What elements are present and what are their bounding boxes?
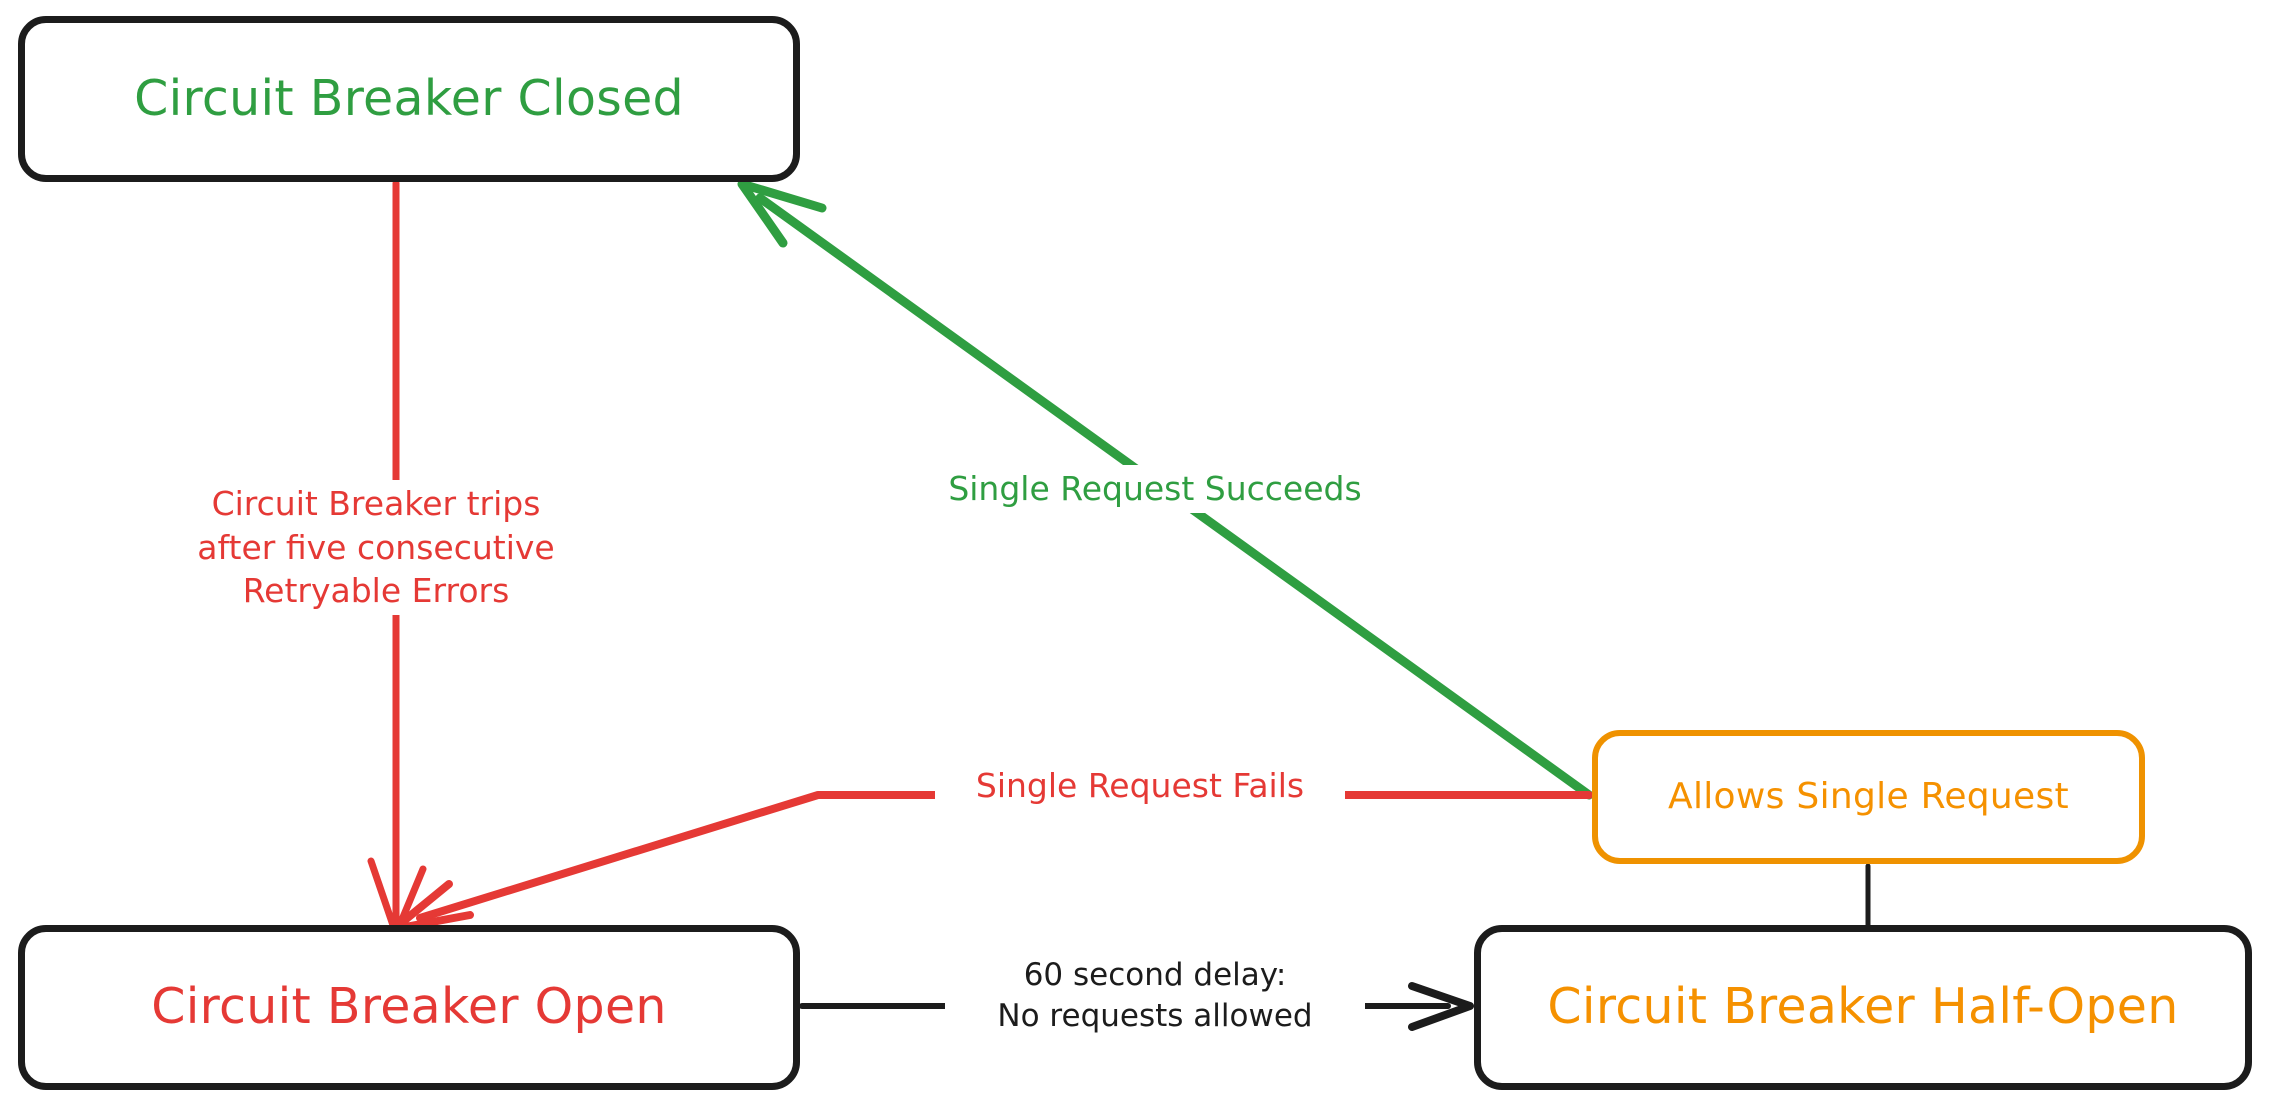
edge-label-allows-single-to-open: Single Request Fails bbox=[935, 762, 1345, 810]
edge-label-open-to-half-open: 60 second delay: No requests allowed bbox=[945, 953, 1365, 1039]
edge-allows-single-to-open bbox=[390, 791, 1593, 933]
edge-label-allows-single-to-closed: Single Request Succeeds bbox=[910, 465, 1400, 513]
node-allows-single-request-label: Allows Single Request bbox=[1668, 776, 2069, 818]
edge-label-closed-to-open: Circuit Breaker trips after five consecu… bbox=[176, 480, 576, 615]
node-circuit-breaker-half-open[interactable]: Circuit Breaker Half-Open bbox=[1474, 925, 2252, 1090]
node-circuit-breaker-closed-label: Circuit Breaker Closed bbox=[134, 69, 684, 127]
node-allows-single-request[interactable]: Allows Single Request bbox=[1592, 730, 2145, 864]
node-circuit-breaker-half-open-label: Circuit Breaker Half-Open bbox=[1547, 978, 2179, 1036]
node-circuit-breaker-closed[interactable]: Circuit Breaker Closed bbox=[18, 16, 800, 182]
node-circuit-breaker-open-label: Circuit Breaker Open bbox=[151, 978, 667, 1036]
node-circuit-breaker-open[interactable]: Circuit Breaker Open bbox=[18, 925, 800, 1090]
